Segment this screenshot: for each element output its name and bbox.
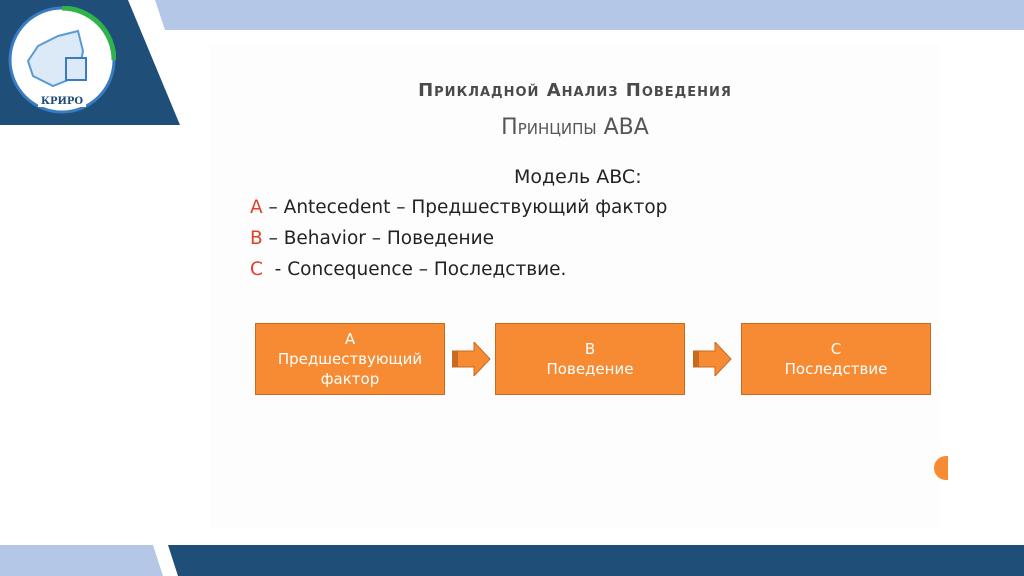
slide-title: Прикладной Анализ Поведения xyxy=(418,80,732,101)
box-label: Последствие xyxy=(784,360,888,378)
item-text: – Antecedent – Предшествующий фактор xyxy=(262,197,668,218)
box-label: Поведение xyxy=(546,360,634,378)
box-antecedent: A Предшествующий фактор xyxy=(255,323,445,395)
abc-item-a: A – Antecedent – Предшествующий фактор xyxy=(250,197,667,218)
bottom-decor-band xyxy=(0,545,1024,576)
top-decor-band xyxy=(155,0,1024,30)
slide-subtitle: Принципы ABA xyxy=(501,115,649,140)
model-heading: Модель ABC: xyxy=(514,166,642,188)
item-letter: C xyxy=(250,259,263,280)
box-letter: C xyxy=(830,340,842,358)
box-label-2: фактор xyxy=(320,370,380,388)
abc-item-c: C - Concequence – Последствие. xyxy=(250,259,566,280)
box-behavior: B Поведение xyxy=(495,323,685,395)
item-letter: A xyxy=(250,197,263,218)
item-text: – Behavior – Поведение xyxy=(262,228,495,249)
arrow-right-icon xyxy=(452,342,491,376)
slide-content-area xyxy=(210,45,940,527)
box-label: Предшествующий xyxy=(277,350,423,368)
abc-item-b: B – Behavior – Поведение xyxy=(250,228,494,249)
orange-shape-fragment xyxy=(934,456,948,480)
item-text: - Concequence – Последствие. xyxy=(262,259,567,280)
box-letter: B xyxy=(584,340,596,358)
kriro-logo: КРИРО xyxy=(8,5,117,114)
arrow-right-icon xyxy=(693,342,732,376)
box-letter: A xyxy=(344,330,356,348)
box-consequence: C Последствие xyxy=(741,323,931,395)
item-letter: B xyxy=(250,228,263,249)
logo-text: КРИРО xyxy=(41,96,84,107)
